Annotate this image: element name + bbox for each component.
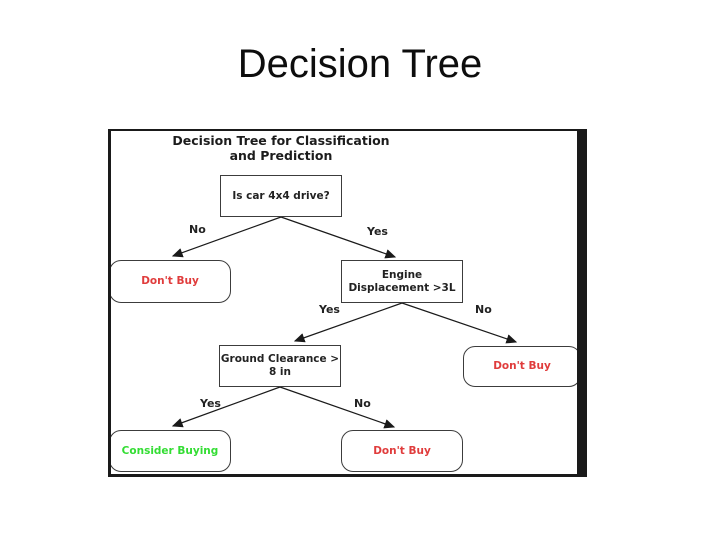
- node-dont-buy-left-label: Don't Buy: [141, 275, 199, 287]
- node-dont-buy-left: Don't Buy: [111, 260, 231, 303]
- edge-label-ground-yes: Yes: [200, 397, 221, 410]
- node-dont-buy-right-label: Don't Buy: [493, 360, 551, 372]
- edge-label-engine-yes: Yes: [319, 303, 340, 316]
- node-dont-buy-right: Don't Buy: [463, 346, 577, 387]
- edge-root-no: [171, 216, 282, 258]
- node-root-label: Is car 4x4 drive?: [232, 189, 330, 202]
- edge-root-yes: [280, 216, 397, 259]
- edge-ground-yes: [171, 386, 281, 428]
- node-ground-line1: Ground Clearance >: [220, 353, 340, 365]
- decision-tree-image: Decision Tree for Classification and Pre…: [108, 129, 587, 477]
- edge-label-root-yes: Yes: [367, 225, 388, 238]
- node-dont-buy-bottom: Don't Buy: [341, 430, 463, 472]
- node-ground-line2: 8 in: [268, 366, 292, 378]
- node-consider-buying-label: Consider Buying: [121, 444, 219, 457]
- slide-title: Decision Tree: [237, 42, 483, 86]
- node-engine-line1: Engine: [381, 268, 423, 281]
- node-ground-clearance: Ground Clearance > 8 in: [219, 345, 341, 387]
- edge-engine-no: [401, 302, 518, 344]
- node-ground-label: Ground Clearance > 8 in: [221, 353, 339, 379]
- node-consider-buying: Consider Buying: [111, 430, 231, 472]
- edge-ground-no: [279, 386, 396, 429]
- edge-label-ground-no: No: [354, 397, 371, 410]
- edge-label-root-no: No: [189, 223, 206, 236]
- edge-engine-yes: [293, 302, 403, 343]
- diagram-heading: Decision Tree for Classification and Pre…: [111, 133, 451, 163]
- node-dont-buy-bottom-label: Don't Buy: [373, 444, 431, 457]
- diagram-heading-line1: Decision Tree for Classification: [172, 133, 390, 148]
- node-engine-label: Engine Displacement >3L: [348, 269, 455, 295]
- node-engine-displacement: Engine Displacement >3L: [341, 260, 463, 303]
- tree-edges: [171, 216, 518, 429]
- edge-label-engine-no: No: [475, 303, 492, 316]
- node-root-question: Is car 4x4 drive?: [220, 175, 342, 217]
- node-engine-line2: Displacement >3L: [348, 281, 456, 294]
- diagram-heading-line2: and Prediction: [229, 148, 333, 163]
